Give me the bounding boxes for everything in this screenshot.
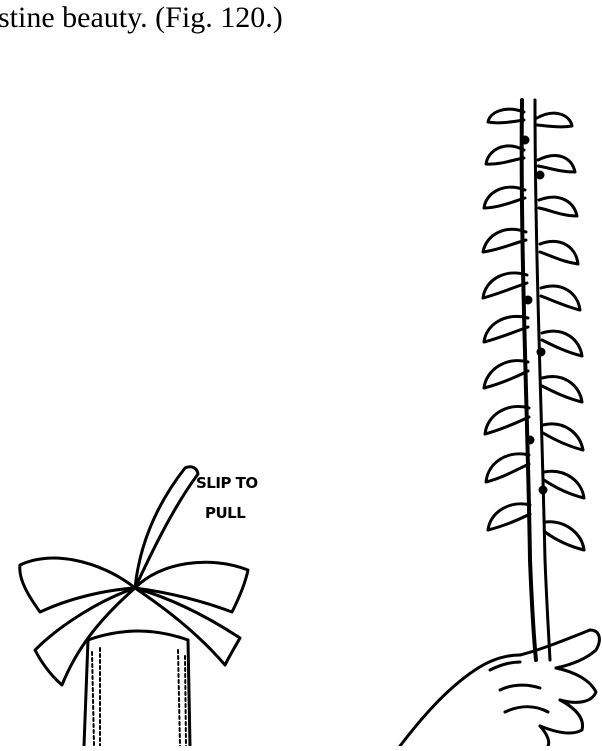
- bow-loops: [20, 467, 248, 685]
- line-drawing: [0, 60, 602, 746]
- body-text-line: stine beauty. (Fig. 120.): [0, 0, 283, 36]
- leafy-stem: [483, 100, 584, 660]
- rolled-paper-cylinder: [84, 631, 190, 746]
- slip-to-pull-label-line1: SLIP TO: [196, 475, 258, 492]
- figure-120-illustration: SLIP TO PULL: [0, 60, 602, 746]
- hand-drawing: [400, 630, 599, 746]
- slip-to-pull-label-line2: PULL: [205, 505, 245, 522]
